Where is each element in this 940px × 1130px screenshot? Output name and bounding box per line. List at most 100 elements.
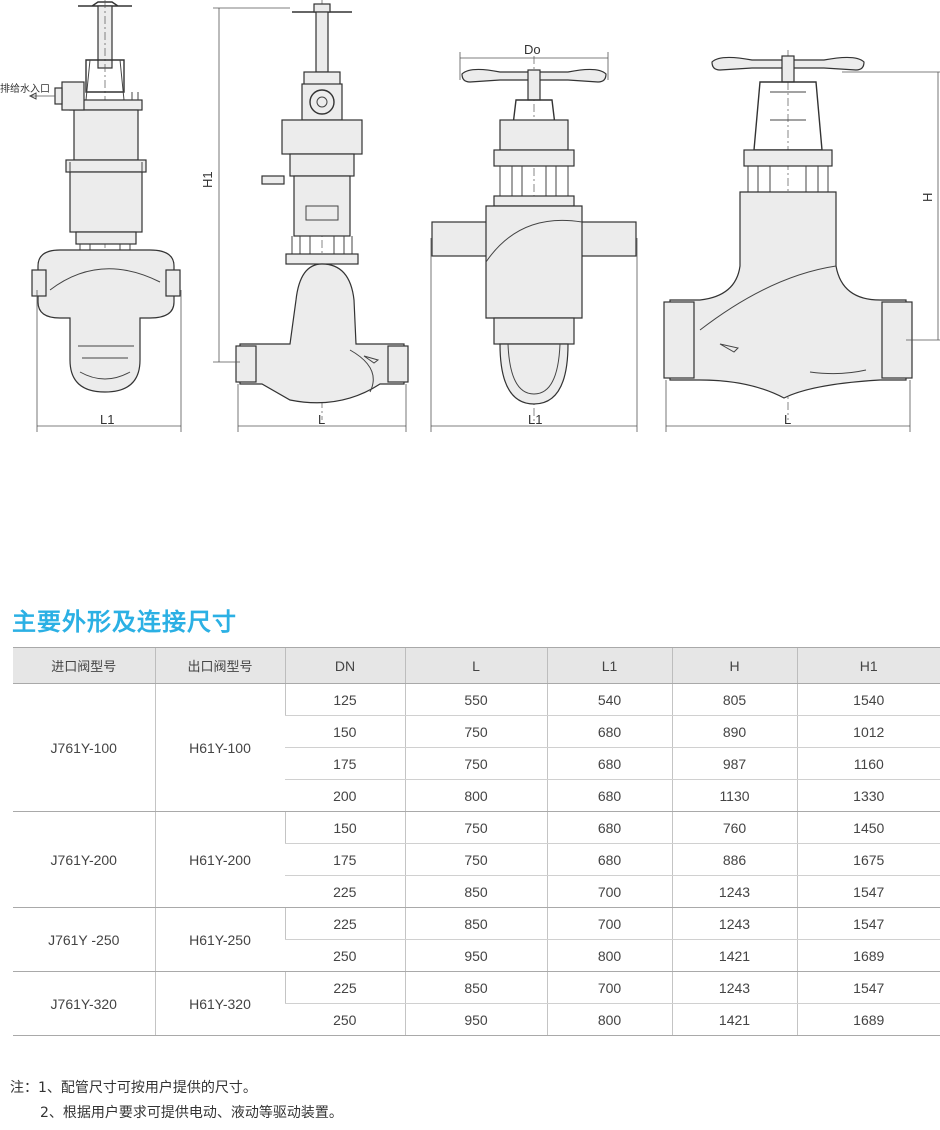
cell-h: 1243 bbox=[671, 971, 797, 1004]
cell-l: 800 bbox=[404, 779, 547, 812]
outlet-model-cell: H61Y-100 bbox=[154, 683, 285, 812]
cell-l: 850 bbox=[404, 907, 547, 940]
header-h1: H1 bbox=[796, 647, 940, 684]
cell-l: 750 bbox=[404, 747, 547, 780]
fig1-width-label: L1 bbox=[100, 412, 114, 427]
cell-h: 890 bbox=[671, 715, 797, 748]
fig3-top-label: Do bbox=[524, 42, 541, 57]
table-header-row: 进口阀型号 出口阀型号 DN L L1 H H1 bbox=[13, 647, 940, 684]
cell-l1: 680 bbox=[546, 715, 672, 748]
fig4-width-label: L bbox=[784, 412, 791, 427]
cell-h1: 1160 bbox=[796, 747, 940, 780]
valve-drawings: L1 H1 L bbox=[0, 0, 940, 432]
cell-dn: 150 bbox=[284, 811, 405, 844]
header-outlet-model: 出口阀型号 bbox=[154, 647, 285, 684]
cell-h1: 1330 bbox=[796, 779, 940, 812]
cell-l1: 800 bbox=[546, 1003, 672, 1036]
figure-2-valve: H1 L bbox=[200, 0, 409, 432]
fig2-height-label: H1 bbox=[200, 171, 215, 188]
cell-l: 750 bbox=[404, 843, 547, 876]
section-title: 主要外形及连接尺寸 bbox=[12, 608, 237, 636]
cell-l1: 700 bbox=[546, 971, 672, 1004]
outlet-model-cell: H61Y-250 bbox=[154, 907, 285, 972]
inlet-annotation: 排给水入口 bbox=[0, 82, 50, 95]
inlet-model-cell: J761Y-100 bbox=[13, 683, 155, 812]
figure-4-valve: H L bbox=[663, 50, 940, 432]
header-h: H bbox=[671, 647, 797, 684]
cell-dn: 175 bbox=[285, 843, 405, 876]
cell-h1: 1540 bbox=[796, 683, 940, 716]
cell-l: 750 bbox=[404, 715, 547, 748]
note-1: 注：1、配管尺寸可按用户提供的尺寸。 bbox=[10, 1080, 257, 1096]
cell-h: 987 bbox=[671, 747, 797, 780]
fig2-width-label: L bbox=[318, 412, 325, 427]
header-inlet-model: 进口阀型号 bbox=[13, 647, 155, 684]
cell-l1: 680 bbox=[546, 779, 672, 812]
cell-l1: 540 bbox=[546, 683, 672, 716]
inlet-model-cell: J761Y -250 bbox=[13, 907, 155, 972]
fig4-height-label: H bbox=[920, 193, 935, 202]
inlet-model-cell: J761Y-320 bbox=[13, 971, 155, 1036]
cell-h1: 1547 bbox=[796, 875, 940, 908]
cell-h1: 1012 bbox=[796, 715, 940, 748]
cell-dn: 250 bbox=[285, 1003, 405, 1036]
header-dn: DN bbox=[284, 647, 405, 684]
fig3-width-label: L1 bbox=[528, 412, 542, 427]
cell-l: 750 bbox=[404, 811, 547, 844]
cell-dn: 250 bbox=[285, 939, 405, 972]
outlet-model-cell: H61Y-320 bbox=[154, 971, 285, 1036]
cell-dn: 125 bbox=[284, 683, 405, 716]
cell-l1: 700 bbox=[546, 907, 672, 940]
cell-h: 1243 bbox=[671, 907, 797, 940]
cell-h1: 1675 bbox=[796, 843, 940, 876]
cell-h1: 1689 bbox=[796, 1003, 940, 1036]
cell-h1: 1689 bbox=[796, 939, 940, 972]
cell-h: 1130 bbox=[671, 779, 797, 812]
cell-l1: 680 bbox=[546, 747, 672, 780]
cell-l: 950 bbox=[404, 1003, 547, 1036]
cell-dn: 150 bbox=[285, 715, 405, 748]
cell-l1: 700 bbox=[546, 875, 672, 908]
cell-l: 950 bbox=[404, 939, 547, 972]
cell-l1: 680 bbox=[546, 811, 672, 844]
figure-1-valve: L1 bbox=[28, 0, 182, 432]
cell-h: 886 bbox=[671, 843, 797, 876]
cell-dn: 175 bbox=[285, 747, 405, 780]
cell-l1: 680 bbox=[546, 843, 672, 876]
cell-h1: 1547 bbox=[796, 971, 940, 1004]
outlet-model-cell: H61Y-200 bbox=[154, 811, 285, 908]
cell-l1: 800 bbox=[546, 939, 672, 972]
cell-dn: 225 bbox=[285, 875, 405, 908]
cell-l: 850 bbox=[404, 875, 547, 908]
figure-3-valve: Do L1 bbox=[430, 42, 638, 432]
cell-h: 760 bbox=[671, 811, 797, 844]
cell-l: 550 bbox=[404, 683, 547, 716]
cell-dn: 225 bbox=[284, 971, 405, 1004]
cell-h1: 1450 bbox=[796, 811, 940, 844]
cell-h: 1421 bbox=[671, 1003, 797, 1036]
header-l1: L1 bbox=[546, 647, 672, 684]
notes: 注：1、配管尺寸可按用户提供的尺寸。 2、根据用户要求可提供电动、液动等驱动装置… bbox=[10, 1080, 343, 1130]
cell-h: 1421 bbox=[671, 939, 797, 972]
cell-h1: 1547 bbox=[796, 907, 940, 940]
inlet-model-cell: J761Y-200 bbox=[13, 811, 155, 908]
cell-dn: 200 bbox=[285, 779, 405, 812]
cell-h: 805 bbox=[671, 683, 797, 716]
cell-h: 1243 bbox=[671, 875, 797, 908]
note-2: 2、根据用户要求可提供电动、液动等驱动装置。 bbox=[40, 1105, 343, 1121]
header-l: L bbox=[404, 647, 547, 684]
cell-l: 850 bbox=[404, 971, 547, 1004]
